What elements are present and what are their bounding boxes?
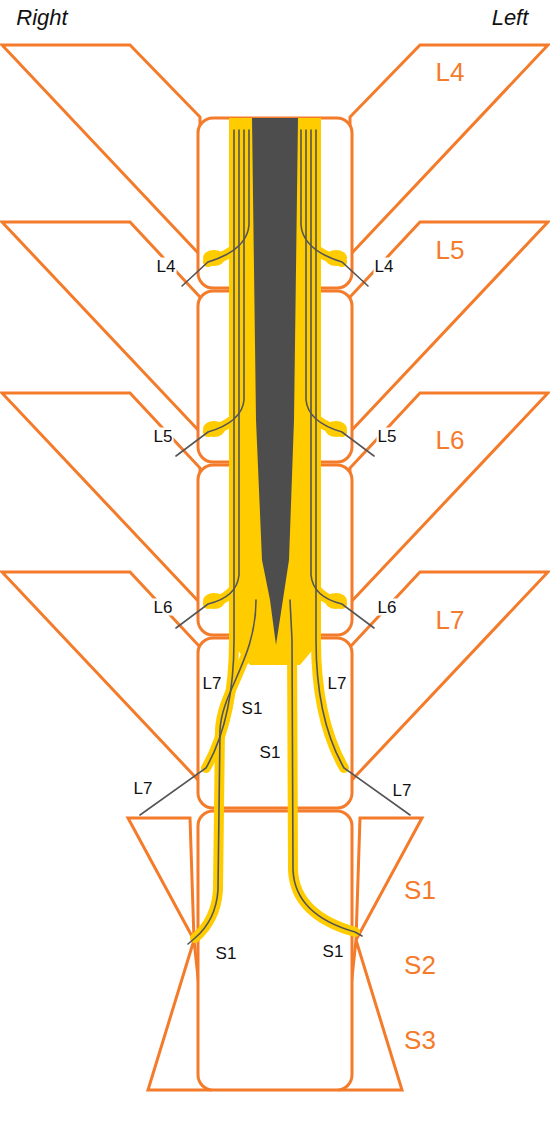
nerve-label: L7 (392, 782, 413, 799)
nerve-label: L6 (153, 599, 174, 616)
transverse-process (350, 572, 548, 782)
nerve-label: L4 (374, 258, 395, 275)
transverse-process (2, 572, 200, 782)
root-ganglion (203, 593, 225, 609)
vertebra-label: S3 (403, 1027, 437, 1053)
nerve-label: S1 (259, 744, 282, 761)
vertebra-label: L6 (435, 427, 466, 453)
vertebra-label: L7 (435, 607, 466, 633)
nerve-line (316, 130, 410, 815)
nerve-label: L7 (202, 675, 223, 692)
vertebra-label: S2 (403, 952, 437, 978)
root-ganglion (203, 421, 225, 437)
vertebra-label: L5 (435, 237, 466, 263)
nerve-label: L7 (133, 780, 154, 797)
side-label: Left (491, 7, 530, 29)
nerve-root (290, 600, 355, 932)
nerve-line (311, 130, 374, 628)
nerve-root (316, 130, 344, 768)
root-ganglion (325, 593, 347, 609)
vertebra-label: S1 (403, 877, 437, 903)
nerve-line (176, 130, 239, 628)
side-label: Right (15, 7, 68, 29)
root-ganglion (325, 421, 347, 437)
nerve-label: L5 (153, 428, 174, 445)
nerve-root (206, 130, 234, 768)
sacral-wing (128, 818, 194, 940)
vertebra-label: L4 (435, 59, 466, 85)
nerve-label: S1 (215, 945, 238, 962)
nerve-label: S1 (322, 943, 345, 960)
nerve-line (140, 130, 234, 815)
nerve-line (290, 600, 362, 936)
nerve-label: S1 (241, 700, 264, 717)
nerve-label: L7 (327, 675, 348, 692)
nerve-label: L4 (156, 258, 177, 275)
spinal-cord (252, 118, 298, 645)
nerve-label: L5 (377, 428, 398, 445)
nerve-line (188, 600, 256, 944)
nerve-label: L6 (377, 599, 398, 616)
